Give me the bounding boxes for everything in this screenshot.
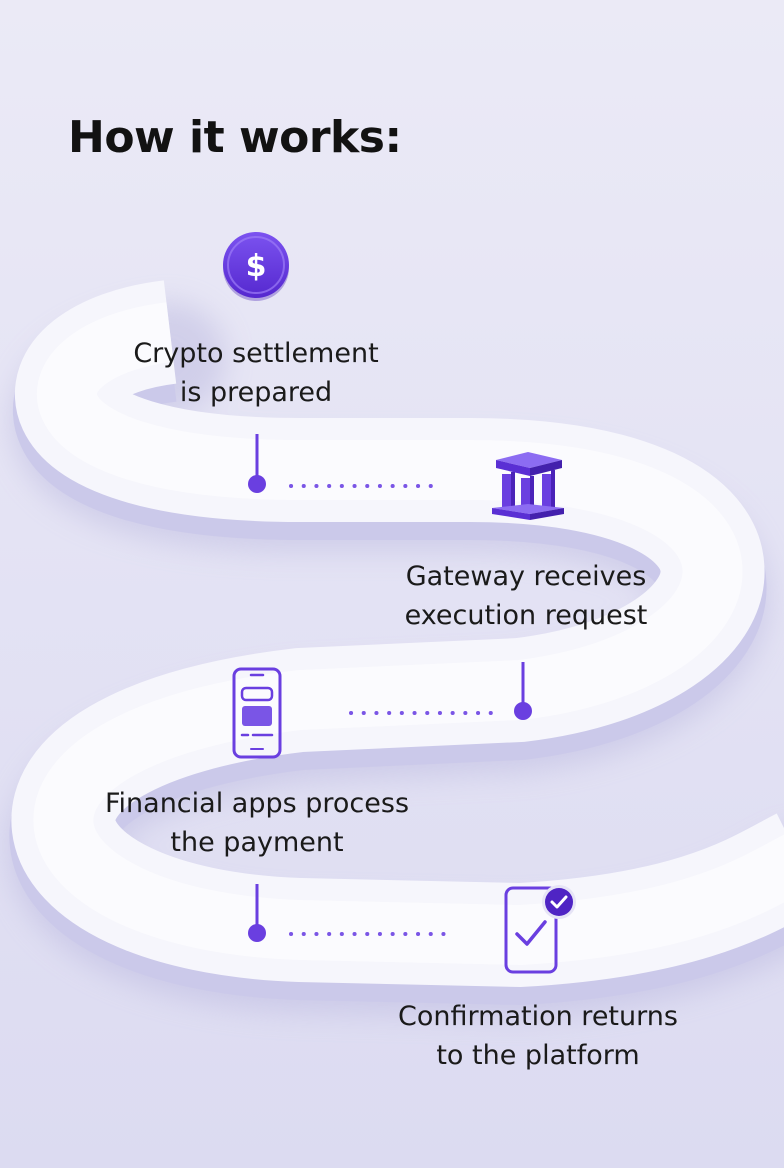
- step-3-label: Financial apps process the payment: [72, 784, 442, 862]
- step-4-label: Confirmation returns to the platform: [368, 997, 708, 1075]
- step-3-line-1: Financial apps process: [104, 788, 410, 819]
- connector-step-3: [248, 884, 447, 942]
- step-4-line-1: Confirmation returns: [398, 1001, 678, 1032]
- phone-check-icon: [504, 885, 576, 974]
- step-3-line-2: the payment: [170, 827, 344, 858]
- step-1-line-2: is prepared: [179, 377, 333, 408]
- step-1-label: Crypto settlement is prepared: [96, 334, 416, 412]
- step-2-line-1: Gateway receives: [405, 561, 647, 592]
- connector-step-1: [248, 434, 433, 493]
- page-title: How it works:: [68, 112, 402, 163]
- step-2-label: Gateway receives execution request: [366, 557, 686, 635]
- path-top: [11, 280, 784, 988]
- step-1-line-1: Crypto settlement: [133, 338, 379, 369]
- gateway-pillars-icon: [492, 452, 564, 520]
- step-4-line-2: to the platform: [436, 1040, 640, 1071]
- connector-step-2: [349, 662, 532, 720]
- step-2-line-2: execution request: [404, 600, 648, 631]
- dollar-coin-icon: $: [223, 232, 289, 301]
- svg-text:$: $: [246, 249, 267, 284]
- phone-app-icon: [232, 667, 282, 759]
